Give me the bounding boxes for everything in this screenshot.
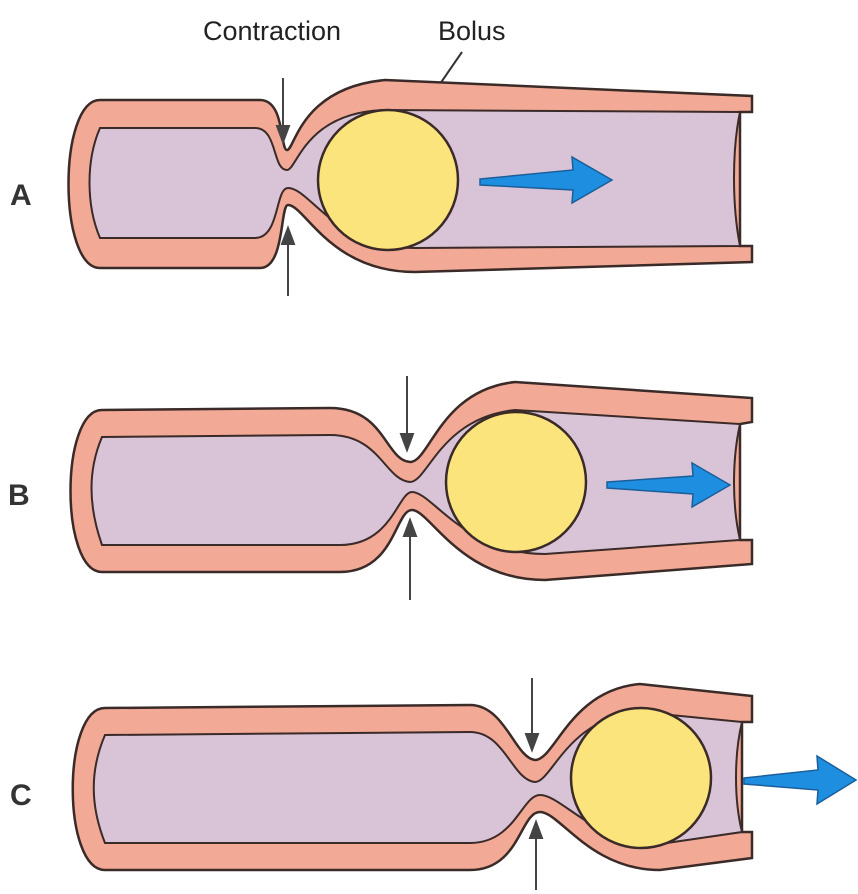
bolus [446, 412, 586, 552]
contraction-arrow-top [526, 678, 538, 750]
panel-b: B [8, 376, 752, 600]
contraction-label: Contraction [203, 16, 341, 46]
contraction-arrow-top [277, 78, 289, 142]
panel-c: C [10, 678, 856, 890]
bolus-label: Bolus [438, 16, 506, 46]
contraction-arrow-bottom [404, 520, 416, 600]
panel-letter: A [10, 179, 32, 212]
contraction-arrow-bottom [282, 228, 294, 296]
contraction-arrow-top [401, 376, 413, 450]
contraction-arrow-bottom [530, 822, 542, 890]
bolus [318, 110, 458, 250]
panel-letter: C [10, 779, 32, 812]
panel-a: A [10, 78, 752, 296]
movement-arrow [744, 756, 856, 804]
panel-letter: B [8, 479, 30, 512]
bolus [571, 708, 711, 848]
